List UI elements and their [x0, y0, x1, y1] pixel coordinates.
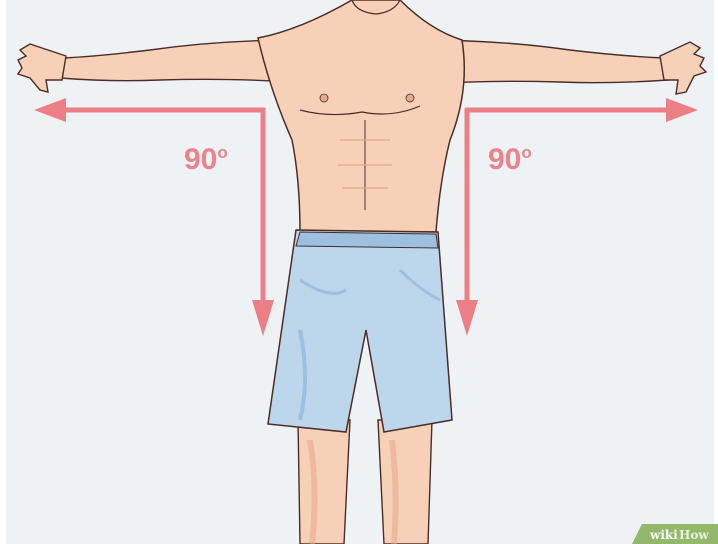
- right-angle-label: 90o: [488, 145, 532, 175]
- watermark-prefix: wiki: [649, 528, 678, 542]
- right-angle-value: 90: [488, 143, 521, 176]
- watermark-suffix: How: [679, 528, 709, 542]
- right-degree-mark: o: [521, 143, 531, 162]
- left-degree-mark: o: [217, 143, 227, 162]
- wikihow-watermark: wiki How: [632, 524, 718, 544]
- left-angle-value: 90: [184, 143, 217, 176]
- left-angle-label: 90o: [184, 145, 228, 175]
